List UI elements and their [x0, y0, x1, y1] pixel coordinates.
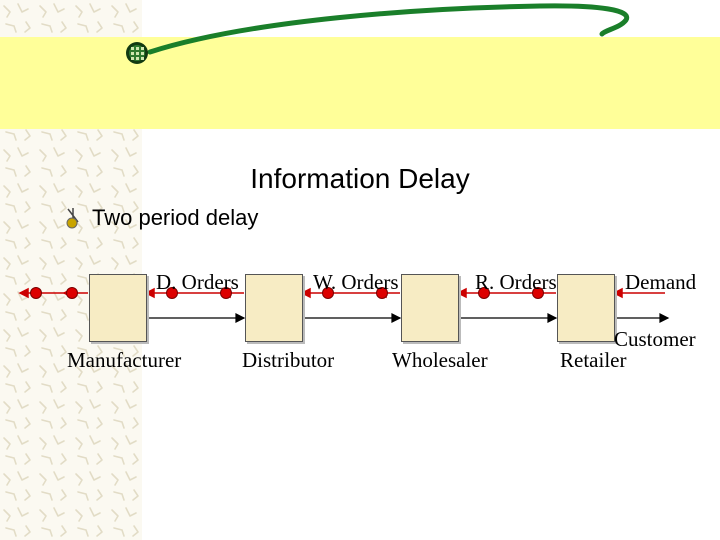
- delay-node: [376, 287, 388, 299]
- wholesaler-box: [401, 274, 459, 342]
- delay-node: [66, 287, 78, 299]
- bullet-icon: [66, 208, 79, 229]
- manufacturer-box: [89, 274, 147, 342]
- order-label-r: R. Orders: [475, 270, 557, 294]
- delay-node: [30, 287, 42, 299]
- demand-label: Demand: [625, 270, 697, 294]
- delay-node: [532, 287, 544, 299]
- delay-node: [478, 287, 490, 299]
- order-label-d: D. Orders: [156, 270, 239, 294]
- order-label-w: W. Orders: [313, 270, 399, 294]
- header-band: [0, 37, 720, 129]
- decorative-swoosh: [126, 3, 630, 64]
- delay-node: [220, 287, 232, 299]
- entity-label-retailer: Retailer: [560, 348, 627, 372]
- distributor-box: [245, 274, 303, 342]
- delay-node: [322, 287, 334, 299]
- bullet-text: Two period delay: [92, 205, 259, 230]
- slide-title: Information Delay: [250, 163, 470, 194]
- entity-label-distributor: Distributor: [242, 348, 335, 372]
- retailer-box: [557, 274, 615, 342]
- customer-label: Customer: [614, 327, 696, 351]
- delay-node: [166, 287, 178, 299]
- entity-label-manufacturer: Manufacturer: [67, 348, 182, 372]
- entity-label-wholesaler: Wholesaler: [392, 348, 488, 372]
- bullet-item: Two period delay: [62, 203, 258, 233]
